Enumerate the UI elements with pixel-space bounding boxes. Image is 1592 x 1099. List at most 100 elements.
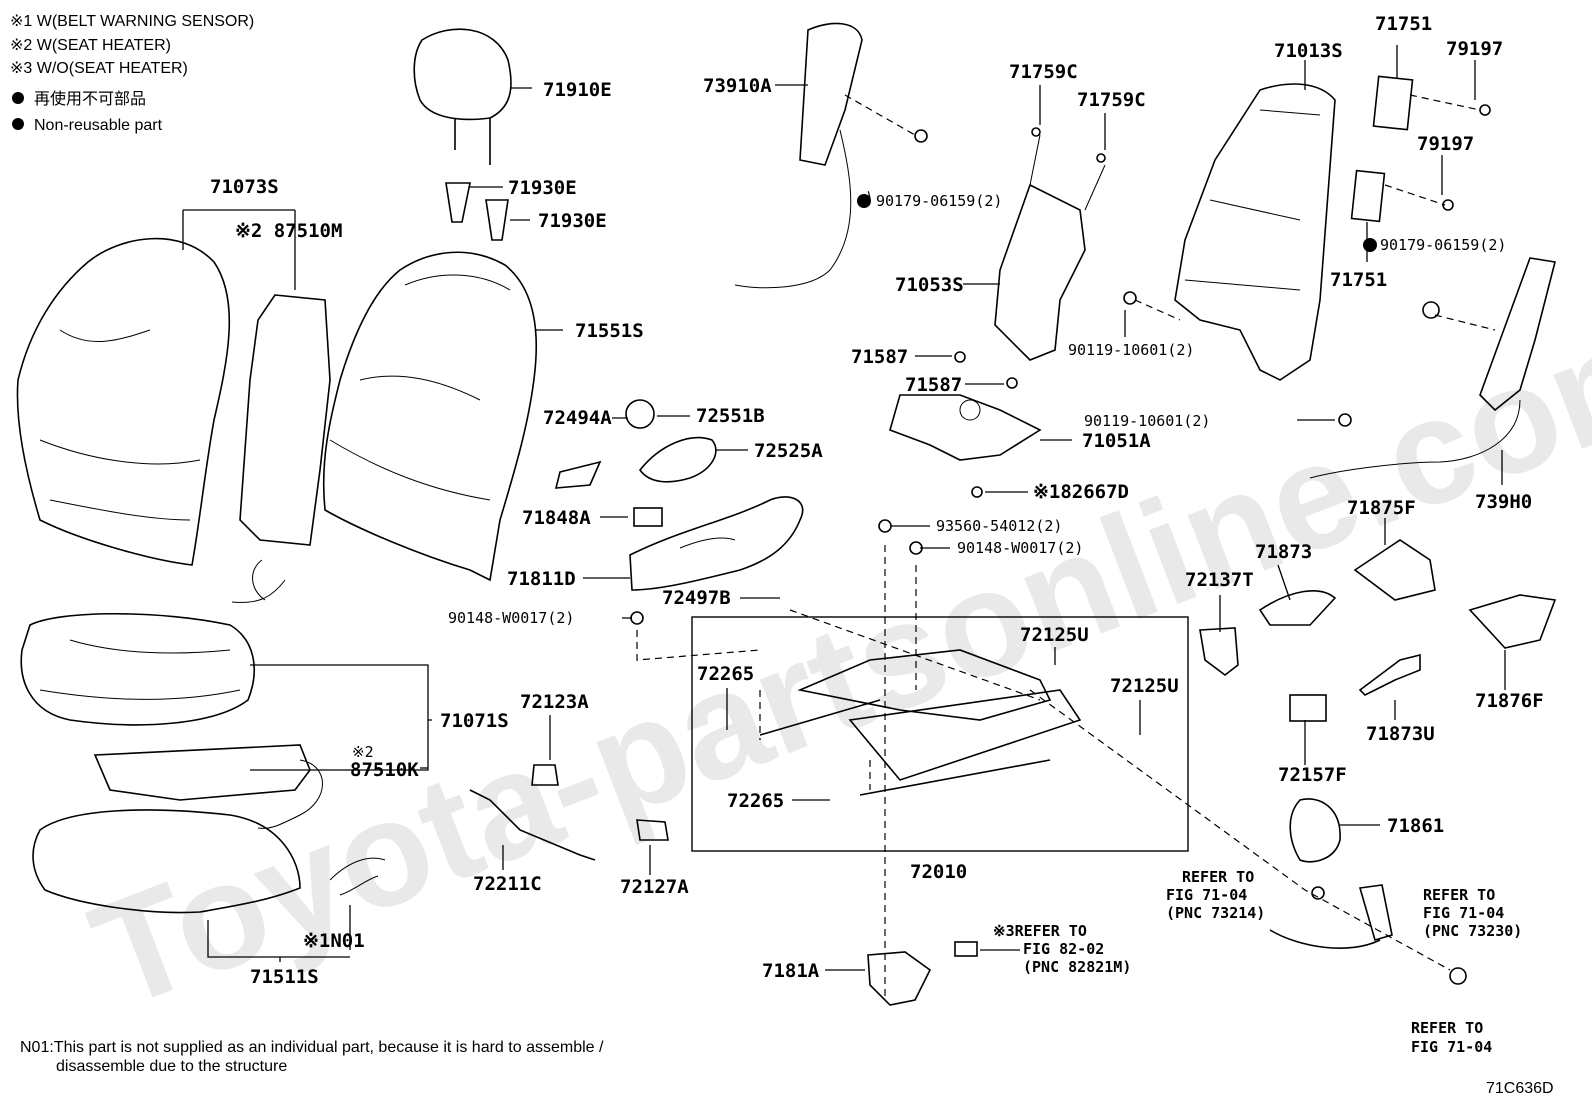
leader-lines [182,45,1506,971]
knob-72525a-drawing [638,436,717,483]
svg-text:FIG 71-04: FIG 71-04 [1423,904,1504,922]
recliner-frame-drawing [994,134,1106,361]
label-71073s: 71073S [210,176,279,198]
label-87510m: ※2 87510M [235,220,342,242]
part-labels: 71910E 71930E 71930E 71073S ※2 87510M 71… [210,13,1544,988]
label-71848a: 71848A [522,507,591,529]
non-reusable-dot-icon [12,92,24,104]
label-90119-10601: 90119-10601(2) [1068,341,1194,359]
knob-72551b-drawing [625,399,655,429]
side-airbag-right-drawing [1309,257,1556,479]
dashed-alignment-lines [636,94,1496,1000]
note-belt-sensor: ※1 W(BELT WARNING SENSOR) [10,13,254,30]
label-79197: 79197 [1417,133,1474,155]
label-82667d: ※182667D [1033,481,1129,503]
label-72525a: 72525A [754,440,823,462]
label-90119-10601: 90119-10601(2) [1084,412,1210,430]
note-seat-heater: ※2 W(SEAT HEATER) [10,37,171,54]
track-assembly-box [691,616,1189,852]
label-71873u: 71873U [1366,723,1435,745]
clip-72494a-drawing [554,460,602,489]
reference-callouts: REFER TO FIG 71-04 (PNC 73214) REFER TO … [993,868,1522,1056]
svg-text:REFER TO: REFER TO [1411,1019,1483,1037]
label-7181a: 7181A [762,960,820,982]
label-90179-06159: 90179-06159(2) [1380,236,1506,254]
bracket-71873u-drawing [1358,653,1421,696]
label-72497b: 72497B [662,587,731,609]
seatback-cover-drawing [16,237,231,566]
non-reusable-dot-icon [1363,238,1377,252]
footnote-line-1: N01:This part is not supplied as an indi… [20,1039,604,1056]
label-71013s: 71013S [1274,40,1343,62]
clip-72127a-drawing [636,819,669,841]
connector-drawing [954,941,978,957]
seatback-pad-drawing [322,251,538,582]
label-72123a: 72123A [520,691,589,713]
svg-text:FIG 71-04: FIG 71-04 [1411,1038,1492,1056]
seat-cushion-cover-drawing [20,613,255,726]
headrest-guide-drawing [445,182,509,241]
label-71930e: 71930E [538,210,607,232]
label-71930e: 71930E [508,177,577,199]
side-cover-drawing [629,496,804,591]
ref-pnc-73214: REFER TO FIG 71-04 (PNC 73214) [1166,868,1265,922]
label-87510k-mark: ※2 [352,743,374,761]
label-739h0: 739H0 [1475,491,1532,513]
svg-text:FIG 82-02: FIG 82-02 [1023,940,1104,958]
label-72137t: 72137T [1185,569,1254,591]
cover-71876f-drawing [1468,594,1557,649]
clip-71848a-drawing [633,507,663,527]
label-71811d: 71811D [507,568,576,590]
rod-72211c-drawing [469,789,596,861]
label-71587: 71587 [851,346,908,368]
label-72125u: 72125U [1110,675,1179,697]
label-71861: 71861 [1387,815,1444,837]
legend-notes: ※1 W(BELT WARNING SENSOR) ※2 W(SEAT HEAT… [10,13,254,134]
label-n01: ※1N01 [303,930,365,952]
lumbar-drawing [889,394,1042,461]
label-71876f: 71876F [1475,690,1544,712]
label-72127a: 72127A [620,876,689,898]
svg-text:※3REFER TO: ※3REFER TO [993,922,1087,940]
label-71551s: 71551S [575,320,644,342]
label-90148-w0017: 90148-W0017(2) [448,609,574,627]
note-non-reusable-jp: 再使用不可部品 [34,90,146,108]
buckle-drawing [1269,884,1393,949]
label-71751: 71751 [1375,13,1432,35]
svg-text:(PNC 73214): (PNC 73214) [1166,904,1265,922]
svg-text:REFER TO: REFER TO [1423,886,1495,904]
svg-text:(PNC 82821M): (PNC 82821M) [1023,958,1131,976]
cover-71875f-drawing [1353,539,1436,601]
label-71759c: 71759C [1077,89,1146,111]
cover-72137t-drawing [1199,627,1239,677]
label-72265: 72265 [697,663,754,685]
svg-text:REFER TO: REFER TO [1182,868,1254,886]
label-71071s: 71071S [440,710,509,732]
label-79197: 79197 [1446,38,1503,60]
label-93560-54012: 93560-54012(2) [936,517,1062,535]
svg-text:(PNC 73230): (PNC 73230) [1423,922,1522,940]
seat-track-drawing [759,649,1082,796]
ref-pnc-82821m: ※3REFER TO FIG 82-02 (PNC 82821M) [993,922,1131,976]
label-72265: 72265 [727,790,784,812]
label-72494a: 72494A [543,407,612,429]
note-no-seat-heater: ※3 W/O(SEAT HEATER) [10,60,188,77]
label-71751: 71751 [1330,269,1387,291]
seat-cushion-pad-drawing [32,809,386,914]
label-90179-06159: 90179-06159(2) [876,192,1002,210]
bracket-71751-lower-drawing [1350,169,1386,223]
cover-71861-drawing [1289,798,1341,863]
headrest-drawing [413,28,512,165]
svg-text:FIG 71-04: FIG 71-04 [1166,886,1247,904]
label-71875f: 71875F [1347,497,1416,519]
label-72551b: 72551B [696,405,765,427]
seatback-heater-drawing [231,294,331,603]
motor-7181a-drawing [867,951,932,1006]
label-71051a: 71051A [1082,430,1151,452]
cover-71873-drawing [1258,590,1337,626]
label-71910e: 71910E [543,79,612,101]
bracket-71751-upper-drawing [1372,75,1414,131]
non-reusable-dot-icon [857,194,871,208]
label-71587: 71587 [905,374,962,396]
